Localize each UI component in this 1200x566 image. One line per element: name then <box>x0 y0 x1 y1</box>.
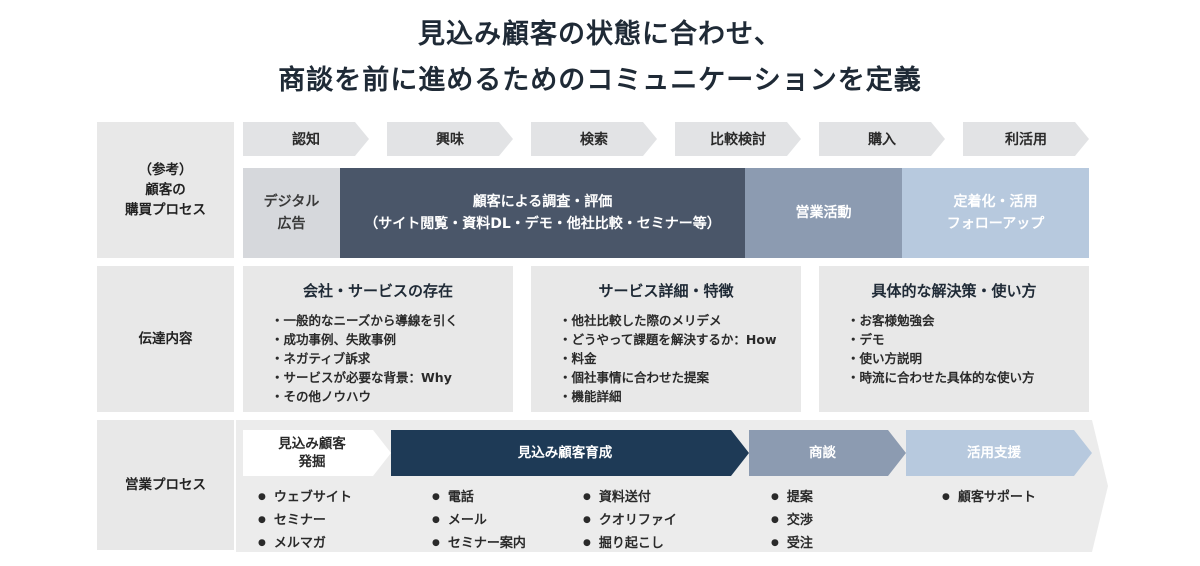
stage-label: 認知 <box>292 132 320 148</box>
row-label-buying-process: （参考） 顧客の 購買プロセス <box>97 122 234 258</box>
stage-chevron: 認知 <box>243 122 369 156</box>
stage-chevron: 購入 <box>819 122 945 156</box>
list-item: サービスが必要な背景：Why <box>271 368 513 387</box>
row-label-sales-process: 営業プロセス <box>97 420 234 550</box>
list-item: 掘り起こし <box>583 533 677 556</box>
message-card-service-details: サービス詳細・特徴 他社比較した際のメリデメ どうやって課題を解決するか：How… <box>531 266 801 412</box>
list-item: 資料送付 <box>583 487 677 510</box>
sales-list-nurture-b: 資料送付 クオリファイ 掘り起こし <box>583 487 677 556</box>
stage-label: 購入 <box>868 132 896 148</box>
list-item: 使い方説明 <box>847 349 1089 368</box>
list-item: セミナー <box>258 510 352 533</box>
list-item: 交渉 <box>771 510 813 533</box>
sales-list-prospecting: ウェブサイト セミナー メルマガ <box>258 487 352 556</box>
list-item: 時流に合わせた具体的な使い方 <box>847 368 1089 387</box>
list-item: 個社事情に合わせた提案 <box>559 368 801 387</box>
row-label-message: 伝達内容 <box>97 266 234 412</box>
message-card-solutions: 具体的な解決策・使い方 お客様勉強会 デモ 使い方説明 時流に合わせた具体的な使… <box>819 266 1089 412</box>
list-item: 機能詳細 <box>559 387 801 406</box>
band-sales-activity-label: 営業活動 <box>795 205 852 221</box>
message-card-heading: 会社・サービスの存在 <box>302 282 453 300</box>
list-item: メルマガ <box>258 533 352 556</box>
message-card-heading: 具体的な解決策・使い方 <box>871 282 1037 300</box>
band-onboarding-followup: 定着化・活用 フォローアップ <box>902 168 1089 258</box>
list-item: 料金 <box>559 349 801 368</box>
message-card-list: 一般的なニーズから導線を引く 成功事例、失敗事例 ネガティブ訴求 サービスが必要… <box>271 311 513 406</box>
list-item: セミナー案内 <box>432 533 526 556</box>
stage-chevron: 比較検討 <box>675 122 801 156</box>
sales-stage-chevron: 活用支援 <box>906 430 1092 476</box>
stage-label: 比較検討 <box>710 132 766 148</box>
sales-list-nurture-a: 電話 メール セミナー案内 <box>432 487 526 556</box>
sales-stage-label: 見込み顧客育成 <box>517 445 613 461</box>
sales-stage-label: 活用支援 <box>967 445 1021 461</box>
list-item: 受注 <box>771 533 813 556</box>
page-title-line-1: 見込み顧客の状態に合わせ、 <box>418 19 782 50</box>
list-item: クオリファイ <box>583 510 677 533</box>
stage-label: 興味 <box>436 132 464 148</box>
list-item: デモ <box>847 330 1089 349</box>
sales-stage-chevron: 見込み顧客 発掘 <box>243 430 391 476</box>
band-customer-research: 顧客による調査・評価 （サイト閲覧・資料DL・デモ・他社比較・セミナー等） <box>340 168 745 258</box>
list-item: 提案 <box>771 487 813 510</box>
band-sales-activity: 営業活動 <box>745 168 902 258</box>
list-item: ネガティブ訴求 <box>271 349 513 368</box>
band-digital-ad-label: デジタル 広告 <box>263 194 320 232</box>
stage-chevron: 興味 <box>387 122 513 156</box>
stage-label: 利活用 <box>1005 132 1047 148</box>
list-item: 顧客サポート <box>942 487 1036 510</box>
message-card-awareness: 会社・サービスの存在 一般的なニーズから導線を引く 成功事例、失敗事例 ネガティ… <box>243 266 513 412</box>
sales-list-support: 顧客サポート <box>942 487 1036 510</box>
list-item: 他社比較した際のメリデメ <box>559 311 801 330</box>
list-item: 一般的なニーズから導線を引く <box>271 311 513 330</box>
stage-label: 検索 <box>580 132 608 148</box>
message-card-heading: サービス詳細・特徴 <box>598 282 734 300</box>
band-digital-ad: デジタル 広告 <box>243 168 340 258</box>
band-onboarding-followup-label: 定着化・活用 フォローアップ <box>946 194 1045 232</box>
sales-stage-label: 商談 <box>809 445 836 461</box>
sales-stage-label: 見込み顧客 発掘 <box>278 436 346 470</box>
page-title-line-2: 商談を前に進めるためのコミュニケーションを定義 <box>278 65 922 96</box>
list-item: お客様勉強会 <box>847 311 1089 330</box>
list-item: ウェブサイト <box>258 487 352 510</box>
list-item: 成功事例、失敗事例 <box>271 330 513 349</box>
sales-stage-chevron: 見込み顧客育成 <box>391 430 749 476</box>
band-customer-research-label: 顧客による調査・評価 （サイト閲覧・資料DL・デモ・他社比較・セミナー等） <box>364 194 721 232</box>
list-item: どうやって課題を解決するか：How <box>559 330 801 349</box>
message-card-list: 他社比較した際のメリデメ どうやって課題を解決するか：How 料金 個社事情に合… <box>559 311 801 406</box>
list-item: 電話 <box>432 487 526 510</box>
stage-chevron: 利活用 <box>963 122 1089 156</box>
sales-stage-chevron: 商談 <box>749 430 906 476</box>
stage-chevron: 検索 <box>531 122 657 156</box>
sales-list-deal: 提案 交渉 受注 <box>771 487 813 556</box>
list-item: その他ノウハウ <box>271 387 513 406</box>
message-card-list: お客様勉強会 デモ 使い方説明 時流に合わせた具体的な使い方 <box>847 311 1089 387</box>
list-item: メール <box>432 510 526 533</box>
